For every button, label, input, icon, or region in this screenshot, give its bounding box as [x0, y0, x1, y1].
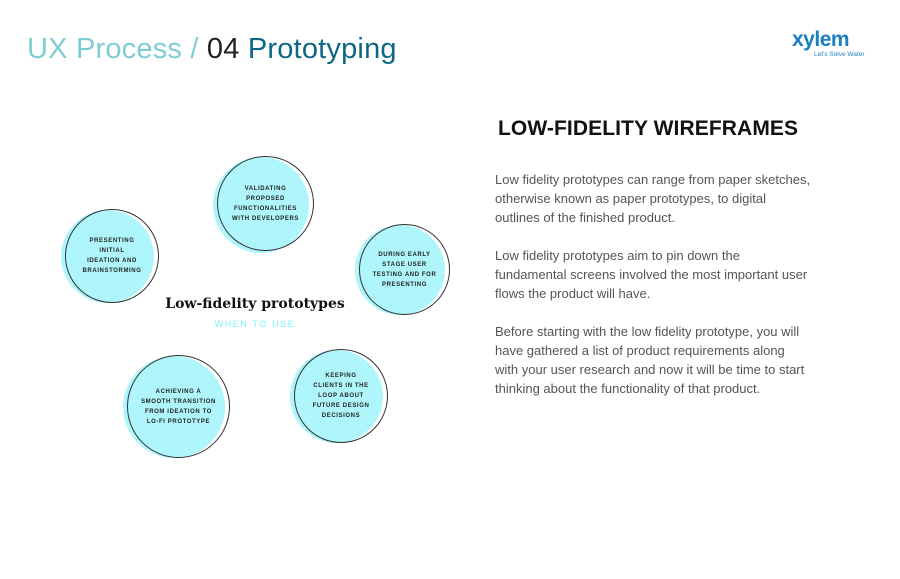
circle-label: ACHIEVING A SMOOTH TRANSITION FROM IDEAT… — [141, 388, 216, 425]
section-title: Prototyping — [247, 33, 397, 65]
paragraph: Low fidelity prototypes can range from p… — [495, 172, 811, 225]
section-number: 04 — [206, 33, 240, 65]
section-label: UX Process / — [27, 33, 199, 65]
paragraph: Before starting with the low fidelity pr… — [495, 324, 805, 396]
circle-label: DURING EARLY STAGE USER TESTING AND FOR … — [372, 251, 437, 288]
xylem-logo: xylem Let's Solve Water — [790, 28, 870, 58]
page-title: UX Process / 04 Prototyping — [27, 33, 397, 66]
logo-wordmark: xylem — [792, 28, 850, 51]
circle-label: KEEPING CLIENTS IN THE LOOP ABOUT FUTURE… — [312, 373, 370, 419]
diagram-title: Low-fidelity prototypes — [165, 296, 345, 312]
diagram-subtitle: WHEN TO USE — [214, 319, 296, 329]
logo-tagline: Let's Solve Water — [814, 51, 865, 58]
content-heading: LOW-FIDELITY WIREFRAMES — [498, 117, 799, 140]
content-body: Low fidelity prototypes can range from p… — [495, 170, 865, 417]
circle-label: PRESENTING INITIAL IDEATION AND BRAINSTO… — [82, 238, 142, 274]
circle-label: VALIDATING PROPOSED FUNCTIONALITIES WITH… — [231, 185, 299, 222]
paragraph: Low fidelity prototypes aim to pin down … — [495, 248, 808, 301]
